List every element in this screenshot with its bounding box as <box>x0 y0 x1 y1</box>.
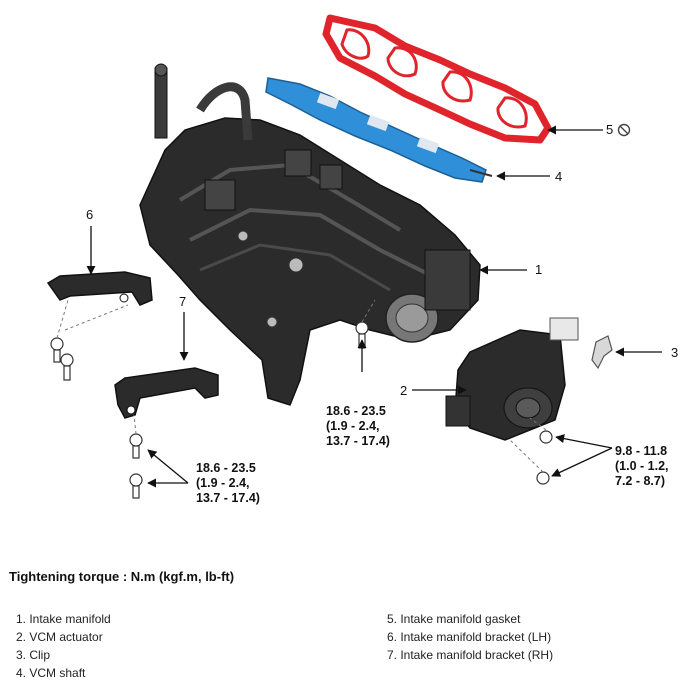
bolt-actuator-1 <box>539 430 553 444</box>
torque-lbft: 13.7 - 17.4) <box>326 434 390 448</box>
torque-lbft: 13.7 - 17.4) <box>196 491 260 505</box>
intake-manifold-bracket-lh <box>46 271 153 306</box>
bolts <box>50 321 553 499</box>
no-reuse-icon <box>617 123 631 137</box>
intake-manifold-bracket-rh <box>114 367 219 419</box>
leader-right-torque-2 <box>551 447 613 477</box>
torque-value: 9.8 - 11.8 <box>615 444 668 458</box>
callout-6: 6 <box>86 207 94 222</box>
intake-manifold-gasket <box>322 14 552 144</box>
callout-4: 4 <box>555 169 563 184</box>
legend-item: 1. Intake manifold <box>16 612 111 626</box>
legend-item: 7. Intake manifold bracket (RH) <box>387 648 554 662</box>
clip <box>591 335 613 370</box>
torque-kgf: (1.0 - 1.2, <box>615 459 669 473</box>
bolt-lh-2 <box>60 353 74 381</box>
leader-bottom-left-torque <box>147 449 189 484</box>
callout-1: 1 <box>535 262 543 277</box>
legend-item: 2. VCM actuator <box>16 630 103 644</box>
torque-spec-bottom-left: 18.6 - 23.5 (1.9 - 2.4, 13.7 - 17.4) <box>196 461 260 506</box>
legend-item: 6. Intake manifold bracket (LH) <box>387 630 552 644</box>
torque-kgf: (1.9 - 2.4, <box>196 476 250 490</box>
callout-3: 3 <box>671 345 679 360</box>
torque-value: 18.6 - 23.5 <box>326 404 386 418</box>
callout-7: 7 <box>179 294 187 309</box>
legend-item: 3. Clip <box>16 648 51 662</box>
bolt-actuator-2 <box>536 471 550 485</box>
bolt-rh-1 <box>129 433 143 459</box>
callout-5: 5 <box>606 122 614 137</box>
torque-spec-center: 18.6 - 23.5 (1.9 - 2.4, 13.7 - 17.4) <box>326 404 390 449</box>
torque-spec-right: 9.8 - 11.8 (1.0 - 1.2, 7.2 - 8.7) <box>615 444 669 489</box>
intake-manifold <box>139 63 481 406</box>
legend-item: 5. Intake manifold gasket <box>387 612 521 626</box>
callout-2: 2 <box>400 383 408 398</box>
bolt-rh-2 <box>129 473 143 499</box>
legend-right: 5. Intake manifold gasket 6. Intake mani… <box>387 610 553 664</box>
alignment-lines <box>56 299 547 473</box>
legend-item: 4. VCM shaft <box>16 666 86 680</box>
leader-lines <box>86 125 662 488</box>
exploded-diagram <box>46 14 662 499</box>
legend-left: 1. Intake manifold 2. VCM actuator 3. Cl… <box>16 610 111 682</box>
vcm-shaft <box>265 77 493 183</box>
torque-value: 18.6 - 23.5 <box>196 461 256 475</box>
torque-kgf: (1.9 - 2.4, <box>326 419 380 433</box>
vcm-actuator <box>445 317 579 441</box>
torque-units-title: Tightening torque : N.m (kgf.m, lb-ft) <box>9 569 235 584</box>
leader-right-torque <box>555 434 613 449</box>
torque-lbft: 7.2 - 8.7) <box>615 474 666 488</box>
